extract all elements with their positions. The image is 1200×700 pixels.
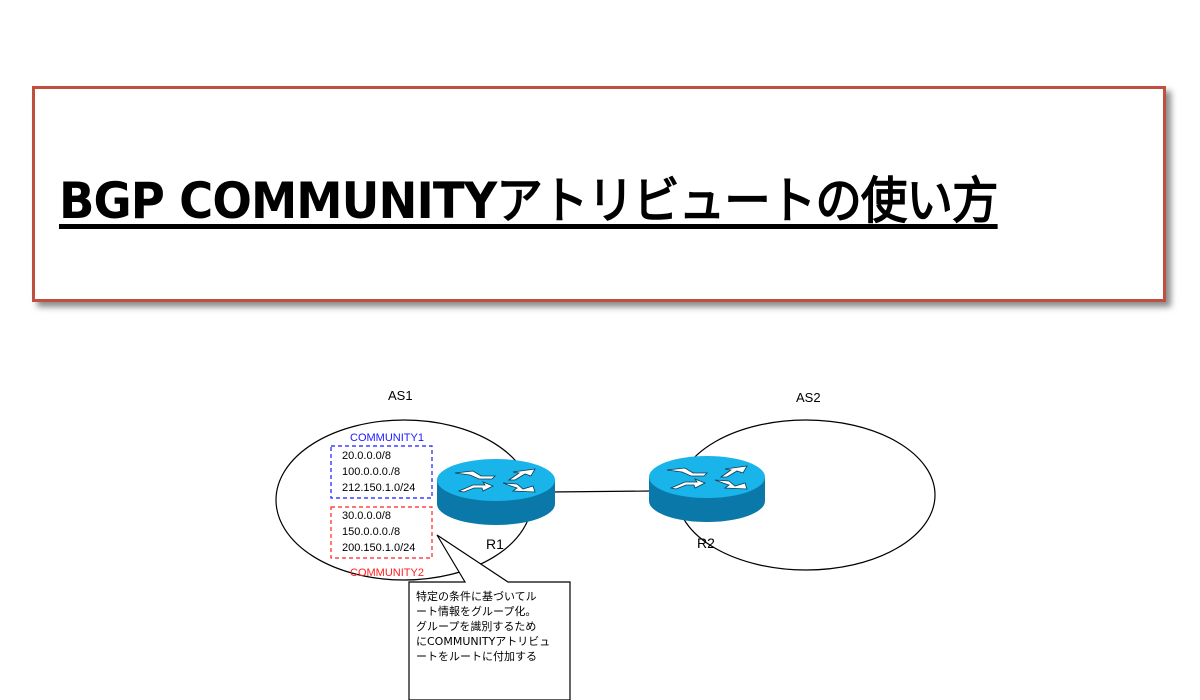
as2-label: AS2 bbox=[796, 390, 821, 405]
callout-line: にCOMMUNITYアトリビュ bbox=[416, 635, 551, 648]
title-box: BGP COMMUNITYアトリビュートの使い方 bbox=[32, 86, 1166, 302]
callout-line: ートをルートに付加する bbox=[416, 650, 537, 663]
router-icon bbox=[649, 456, 765, 522]
prefix-item: 100.0.0.0./8 bbox=[342, 466, 400, 478]
as1-label: AS1 bbox=[388, 388, 413, 403]
callout-line: グループを識別するため bbox=[416, 620, 537, 633]
callout-line: 特定の条件に基づいてル bbox=[416, 590, 537, 603]
callout-line: ート情報をグループ化。 bbox=[416, 605, 537, 618]
community1-box bbox=[330, 445, 433, 499]
page-title: BGP COMMUNITYアトリビュートの使い方 bbox=[59, 172, 999, 230]
router-link bbox=[549, 490, 653, 493]
prefix-item: 150.0.0.0./8 bbox=[342, 526, 400, 538]
community1-label: COMMUNITY1 bbox=[350, 432, 424, 444]
prefix-item: 212.150.1.0/24 bbox=[342, 482, 415, 494]
router-icon bbox=[437, 459, 555, 525]
community2-label: COMMUNITY2 bbox=[350, 567, 424, 579]
callout-box bbox=[408, 534, 571, 700]
router-label: R1 bbox=[486, 536, 504, 552]
community2-box bbox=[330, 506, 433, 559]
prefix-item: 200.150.1.0/24 bbox=[342, 542, 415, 554]
prefix-item: 30.0.0.0/8 bbox=[342, 510, 391, 522]
prefix-item: 20.0.0.0/8 bbox=[342, 450, 391, 462]
router-label: R2 bbox=[697, 535, 715, 551]
callout-text: 特定の条件に基づいてル ート情報をグループ化。 グループを識別するため にCOM… bbox=[416, 589, 566, 664]
